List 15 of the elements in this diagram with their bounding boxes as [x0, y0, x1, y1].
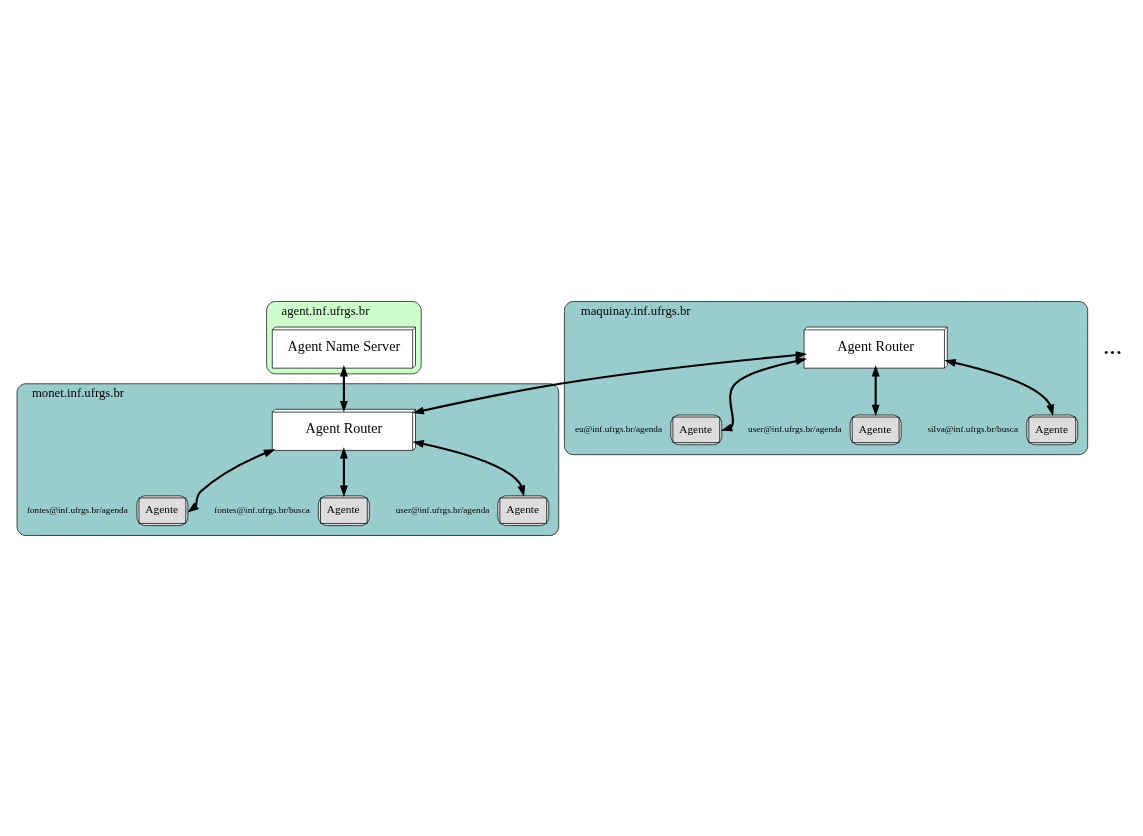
arrow — [412, 350, 808, 414]
arrow — [720, 356, 808, 431]
arrow — [339, 364, 348, 412]
node-label: user@inf.ufrgs.br/agenda — [748, 423, 842, 434]
arrow — [412, 439, 526, 497]
arrow — [944, 358, 1055, 416]
arrow — [339, 446, 348, 497]
node-label: fontes@inf.ufrgs.br/busca — [214, 504, 310, 515]
arrow — [187, 448, 276, 513]
node-label: silva@inf.ufrgs.br/busca — [927, 423, 1019, 434]
arrow — [871, 364, 880, 416]
label: ... — [1102, 330, 1123, 360]
node-label: fontes@inf.ufrgs.br/agenda — [26, 504, 128, 515]
node-label: user@inf.ufrgs.br/agenda — [395, 504, 490, 515]
node-label: eu@inf.ufrgs.br/agenda — [575, 423, 663, 434]
